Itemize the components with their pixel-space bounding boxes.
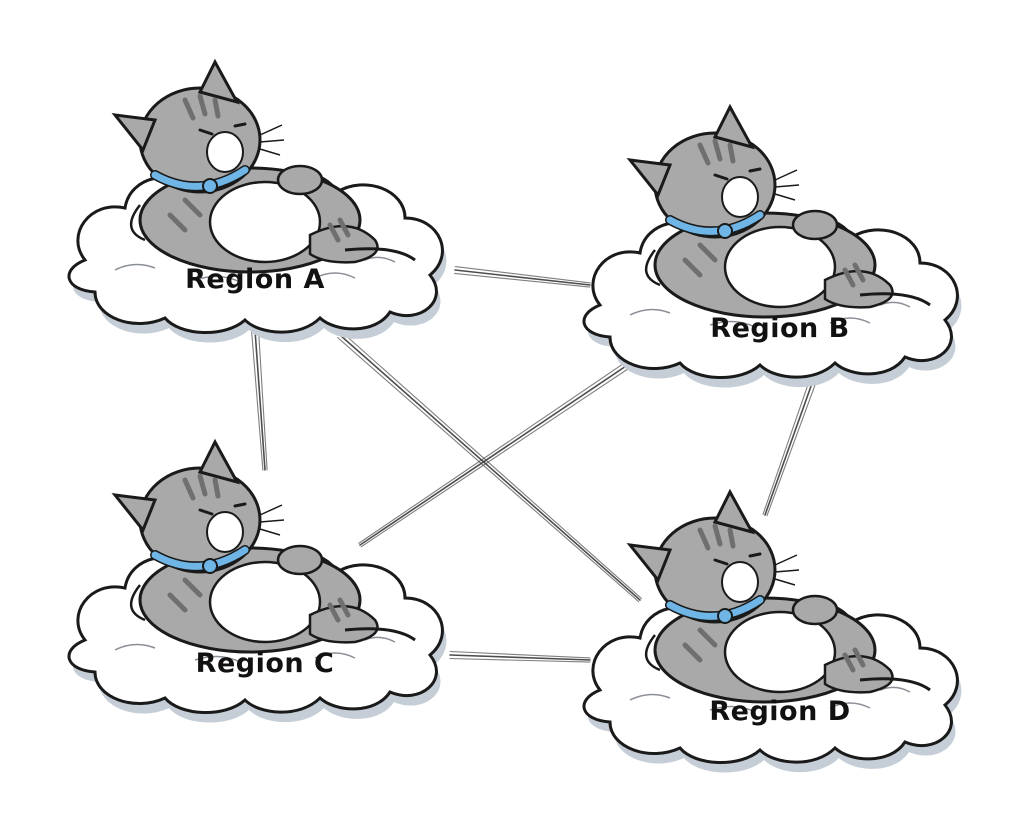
connection-line-a-d bbox=[337, 337, 640, 603]
connection-line-a-d bbox=[339, 334, 641, 601]
connection-line-a-b bbox=[454, 269, 591, 286]
connection-line-a-c bbox=[254, 329, 266, 471]
connection-lines bbox=[250, 265, 819, 663]
region-label-c: Region C bbox=[196, 648, 335, 679]
sleeping-cat-on-cloud-icon bbox=[584, 107, 961, 388]
region-node-c: Region C bbox=[69, 442, 446, 723]
connection-line-a-b bbox=[454, 265, 591, 284]
connection-line-b-c bbox=[360, 362, 638, 548]
sleeping-cat-on-cloud-icon bbox=[69, 442, 446, 723]
region-label-d: Region D bbox=[709, 696, 850, 727]
region-label-b: Region B bbox=[710, 313, 849, 344]
connection-line-c-d bbox=[449, 654, 591, 661]
region-node-d: Region D bbox=[584, 492, 961, 773]
connection-line-a-c bbox=[250, 329, 264, 471]
sleeping-cat-on-cloud-icon bbox=[69, 62, 446, 343]
connection-line-c-d bbox=[449, 650, 591, 659]
connection-line-a-c bbox=[257, 329, 268, 471]
region-label-a: Region A bbox=[185, 264, 325, 295]
connection-line-a-b bbox=[454, 272, 591, 288]
connection-line-b-c bbox=[358, 356, 634, 544]
connection-line-b-d bbox=[766, 375, 819, 517]
connection-line-b-d bbox=[762, 373, 813, 515]
connection-line-b-c bbox=[359, 359, 636, 546]
region-node-a: Region A bbox=[69, 62, 446, 343]
region-node-b: Region B bbox=[584, 107, 961, 388]
connection-line-c-d bbox=[449, 657, 591, 663]
connection-line-b-d bbox=[764, 374, 816, 516]
sleeping-cat-on-cloud-icon bbox=[584, 492, 961, 773]
connection-line-a-d bbox=[341, 331, 642, 599]
